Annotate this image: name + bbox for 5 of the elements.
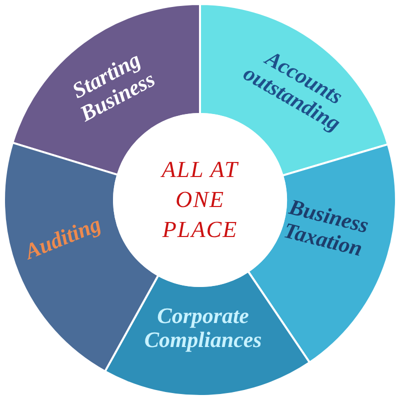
donut-segment: [12, 3, 201, 176]
segment-label: Business Taxation: [280, 192, 372, 263]
segment-label: Corporate Compliances: [143, 304, 263, 352]
donut-segment: [104, 270, 311, 397]
center-label: ALL AT ONE PLACE: [160, 156, 240, 244]
